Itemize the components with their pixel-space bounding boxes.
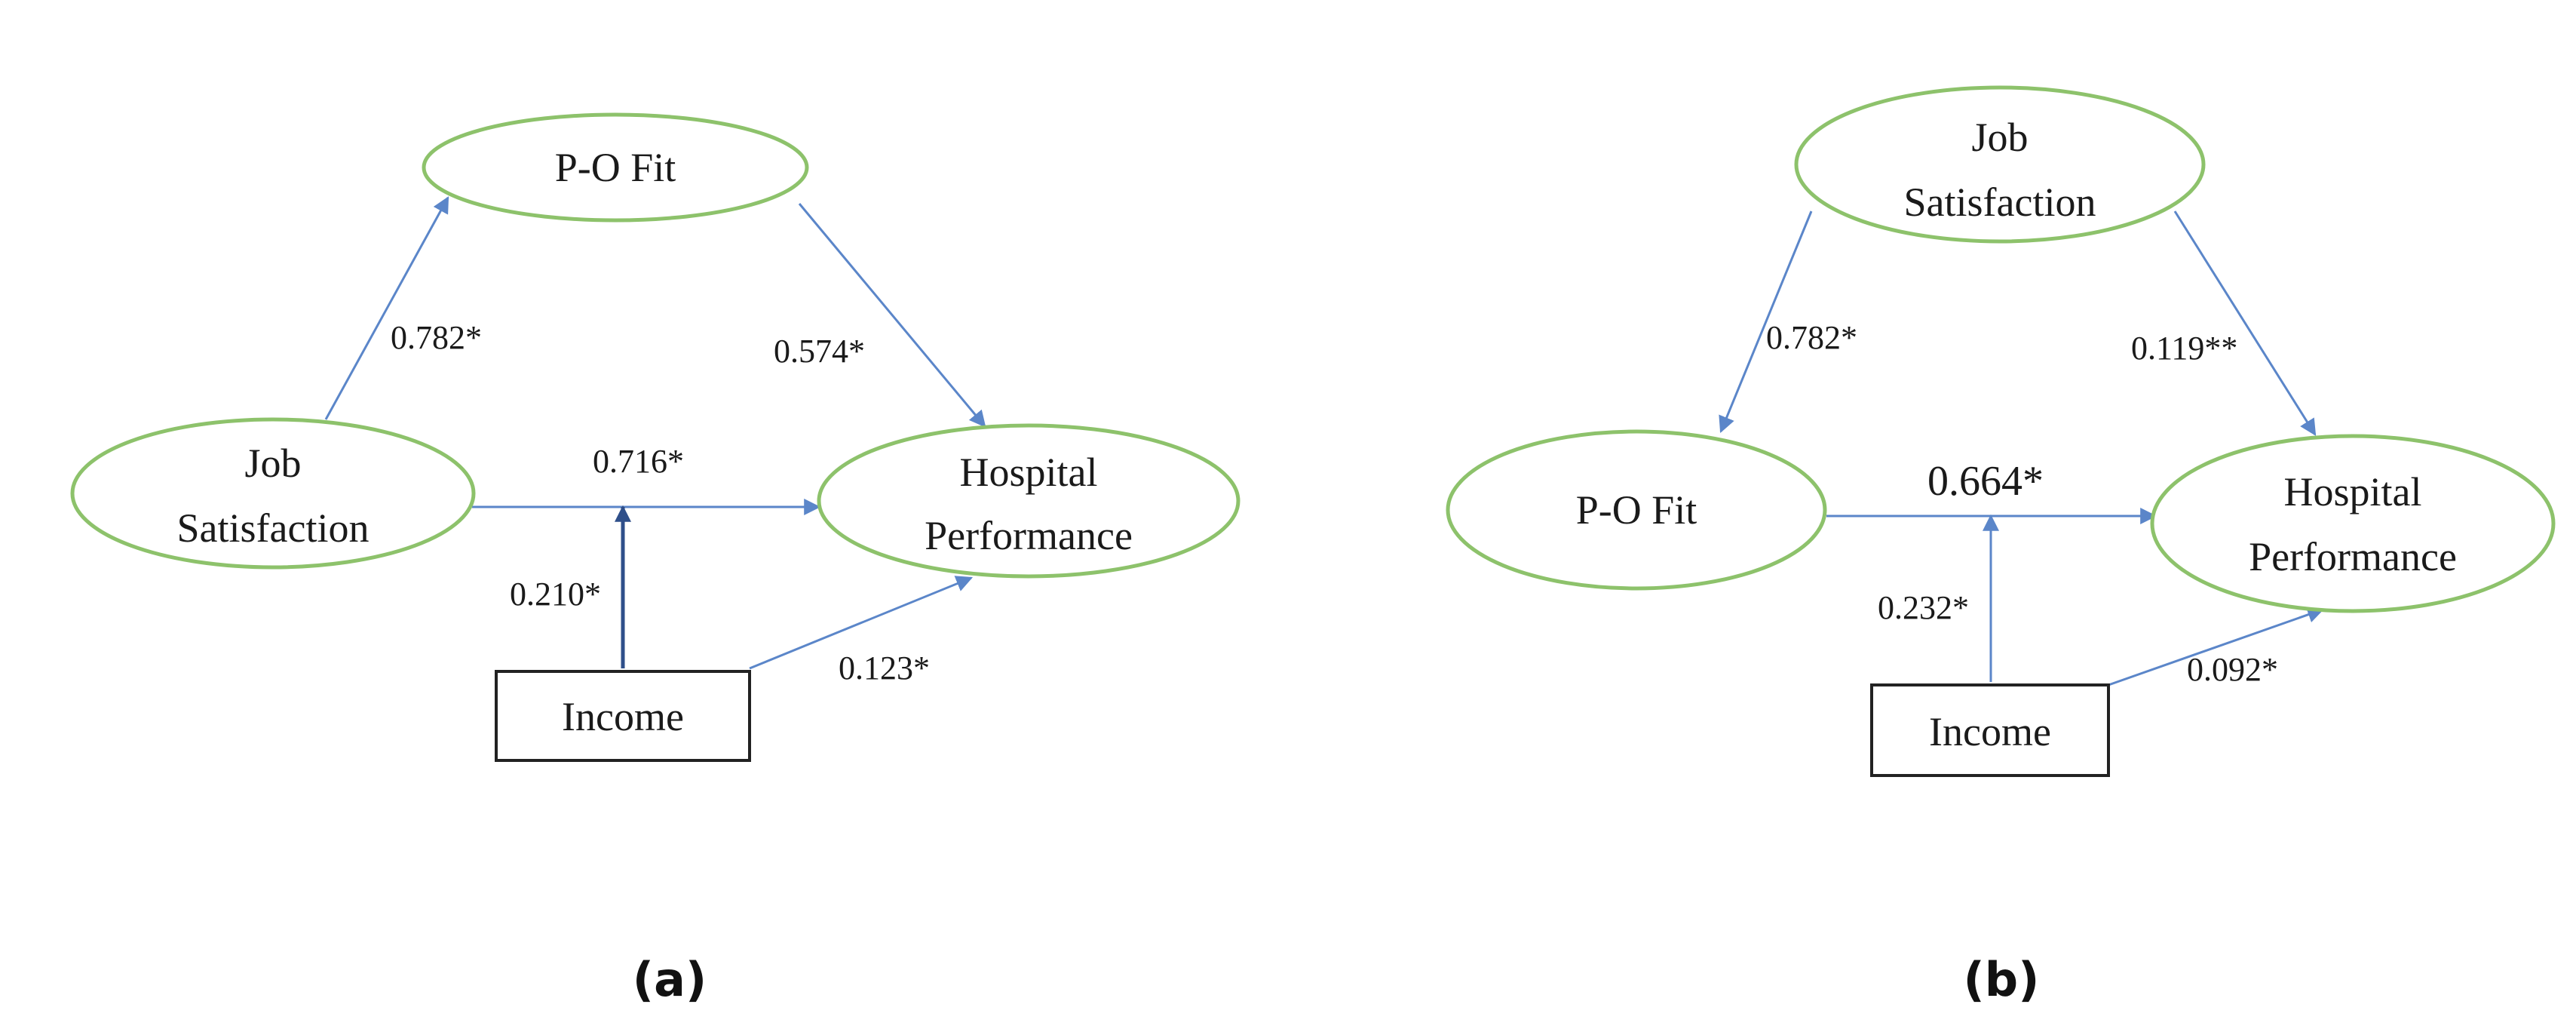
arrow-a-js-to-po: [324, 196, 449, 420]
node-b-job-satisfaction-line1: Job: [1971, 115, 2028, 160]
node-a-hospital-performance-line1: Hospital: [960, 450, 1098, 495]
arrow-b-js-to-po: [1719, 210, 1813, 434]
panel-b: Job Satisfaction P-O Fit Hospital Perfor…: [1446, 85, 2556, 1007]
node-a-job-satisfaction-line1: Job: [244, 441, 301, 486]
node-a-job-satisfaction: Job Satisfaction: [70, 417, 476, 570]
coef-b-js-to-po: 0.782*: [1766, 319, 1857, 356]
node-b-po-fit: P-O Fit: [1446, 429, 1827, 591]
node-b-hospital-performance: Hospital Performance: [2150, 434, 2556, 613]
node-a-po-fit-label: P-O Fit: [555, 145, 676, 190]
node-a-hospital-performance-line2: Performance: [925, 513, 1133, 558]
panel-b-label: (b): [1963, 952, 2039, 1007]
panel-a-label: (a): [633, 952, 707, 1007]
coef-a-js-to-hp: 0.716*: [593, 443, 684, 480]
node-a-income: Income: [495, 670, 751, 762]
arrow-a-po-to-hp: [798, 203, 986, 428]
node-a-income-label: Income: [562, 694, 684, 739]
coef-b-po-to-hp: 0.664*: [1927, 458, 2044, 505]
node-b-income-label: Income: [1929, 709, 2051, 754]
panel-a: P-O Fit Job Satisfaction Hospital Perfor…: [70, 112, 1240, 1007]
coef-a-income-to-hp: 0.123*: [839, 650, 930, 686]
coef-b-income-to-hp: 0.092*: [2187, 651, 2278, 688]
coef-b-js-to-hp: 0.119**: [2131, 330, 2237, 367]
node-a-job-satisfaction-line2: Satisfaction: [177, 505, 370, 551]
arrow-a-income-to-hp: [749, 576, 974, 670]
node-b-hospital-performance-line1: Hospital: [2284, 469, 2422, 514]
node-a-hospital-performance: Hospital Performance: [817, 423, 1240, 579]
coef-a-income-moderation: 0.210*: [510, 576, 601, 613]
node-a-po-fit: P-O Fit: [422, 112, 809, 223]
coef-a-js-to-po: 0.782*: [391, 319, 482, 356]
node-b-job-satisfaction: Job Satisfaction: [1794, 85, 2206, 244]
coef-a-po-to-hp: 0.574*: [774, 333, 865, 370]
node-b-po-fit-label: P-O Fit: [1576, 487, 1697, 533]
arrow-b-js-to-hp: [2173, 210, 2317, 436]
arrow-b-income-to-hp: [2108, 607, 2325, 686]
node-b-job-satisfaction-line2: Satisfaction: [1904, 180, 2096, 225]
node-b-income: Income: [1870, 683, 2110, 777]
coef-b-income-moderation: 0.232*: [1878, 589, 1969, 626]
node-b-hospital-performance-line2: Performance: [2249, 534, 2457, 579]
